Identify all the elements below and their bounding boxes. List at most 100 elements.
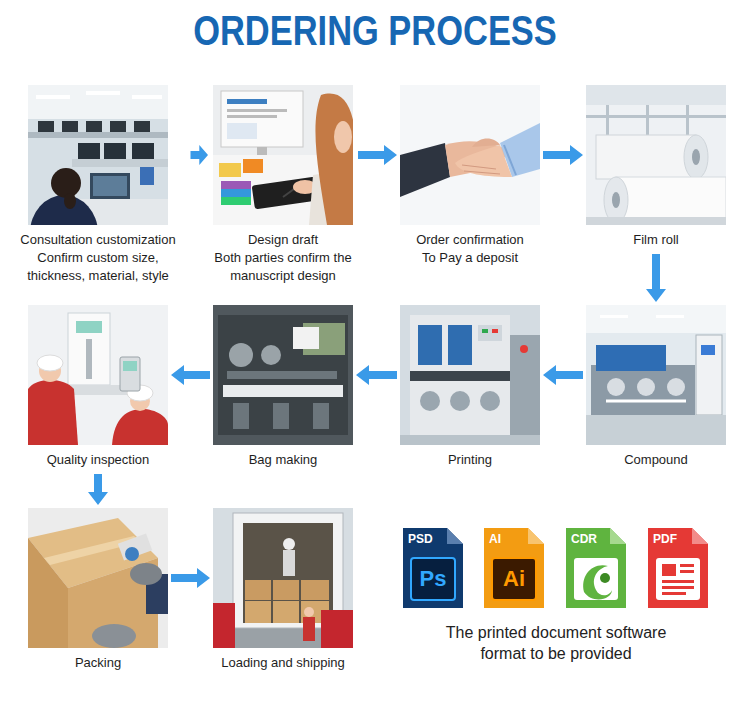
inspection-photo-part <box>37 355 63 371</box>
laminator-photo-part <box>696 335 722 415</box>
ai-file-icon-part <box>528 528 544 544</box>
film-roll-photo-part <box>684 135 708 179</box>
flow-arrow <box>646 254 666 302</box>
film-roll-photo-part <box>586 85 726 105</box>
film-roll-photo-part <box>604 177 628 223</box>
process-step: Bag making <box>213 305 353 471</box>
step-caption: Design draftBoth parties confirm the man… <box>213 231 353 285</box>
photo-frame <box>400 305 540 445</box>
flow-arrow <box>356 365 397 385</box>
office-photo-part <box>28 85 168 119</box>
photo-frame <box>28 508 168 648</box>
handshake-photo <box>400 85 540 225</box>
laminator-photo-part <box>701 345 715 355</box>
office-photo-part <box>132 95 162 99</box>
loading-photo <box>213 508 353 648</box>
step-caption: Order confirmationTo Pay a deposit <box>416 231 524 267</box>
step-title: Film roll <box>633 231 679 249</box>
loading-photo-part <box>304 607 314 617</box>
laminator-photo-part <box>586 415 726 445</box>
design-photo-part <box>227 99 267 104</box>
pdf-file-icon-part <box>662 592 686 595</box>
film-roll-photo-part <box>586 85 726 225</box>
printing-press-photo-part <box>410 371 510 381</box>
step-caption: Film roll <box>633 231 679 249</box>
step-caption: Loading and shipping <box>221 654 345 672</box>
step-title: Design draft <box>213 231 353 249</box>
flow-arrow <box>543 365 583 385</box>
loading-photo-part <box>301 580 329 600</box>
office-photo-part <box>140 167 154 185</box>
handshake-photo-part <box>472 139 500 148</box>
laminator-photo <box>586 305 726 445</box>
step-detail: Confirm custom size, thickness, material… <box>11 249 186 285</box>
bag-machine-photo-part <box>218 315 348 435</box>
design-photo-part <box>315 94 353 225</box>
process-step: Printing <box>400 305 540 471</box>
packing-photo-part <box>125 547 139 561</box>
printing-press-photo-part <box>478 325 502 341</box>
pdf-file-icon-part <box>662 564 676 576</box>
inspection-photo-part <box>120 357 140 391</box>
design-photo-part <box>227 123 257 139</box>
printing-press-photo-part <box>480 391 500 411</box>
step-title: Quality inspection <box>47 451 150 469</box>
step-title: Order confirmation <box>416 231 524 249</box>
flow-arrow <box>88 474 108 505</box>
cdr-file-icon <box>566 528 626 608</box>
handshake-photo-part <box>462 165 500 174</box>
office-photo-part <box>93 176 127 196</box>
step-caption: Bag making <box>249 451 318 469</box>
laminator-photo-part <box>586 305 726 333</box>
photo-frame <box>211 85 355 225</box>
step-title: Consultation customization <box>11 231 186 249</box>
loading-photo-part <box>213 603 235 648</box>
office-photo-part <box>86 121 102 132</box>
office-photo-part <box>78 143 100 159</box>
psd-file-icon-part <box>411 558 455 600</box>
office-photo-part <box>38 121 54 132</box>
office-photo-part <box>86 91 120 95</box>
step-title: Bag making <box>249 451 318 469</box>
psd-file-icon-part <box>447 528 463 544</box>
printing-press-photo-part <box>400 435 540 445</box>
process-step: Packing <box>28 508 168 674</box>
step-caption: Printing <box>448 451 492 469</box>
process-step: Consultation customizationConfirm custom… <box>9 85 188 287</box>
psd-file-icon-part <box>403 528 463 608</box>
loading-photo-part <box>283 550 295 576</box>
photo-frame <box>213 305 353 445</box>
laminator-photo-part <box>667 378 685 396</box>
office-photo-part <box>72 159 168 167</box>
printing-press-photo-part <box>448 325 472 365</box>
printing-press-photo <box>400 305 540 445</box>
loading-photo-part <box>243 523 333 623</box>
printing-press-photo-part <box>400 305 540 445</box>
ai-file-icon <box>484 528 544 608</box>
flow-arrow <box>171 365 210 385</box>
pdf-file-icon-part <box>692 528 708 544</box>
cdr-file-icon-part <box>600 573 610 583</box>
pdf-file-icon-part <box>662 580 694 583</box>
office-photo-part <box>30 195 98 225</box>
office-photo <box>28 85 168 225</box>
design-photo <box>213 85 353 225</box>
packing-photo-part <box>92 624 136 648</box>
inspection-photo-part <box>112 409 168 445</box>
design-photo-part <box>227 115 277 118</box>
design-photo-part <box>334 121 352 153</box>
flow-arrow <box>543 145 583 165</box>
office-photo-part <box>134 121 150 132</box>
diagram-title: ORDERING PROCESS <box>68 6 683 56</box>
bag-machine-photo-part <box>233 403 249 429</box>
process-step: Compound <box>586 305 726 471</box>
ai-file-icon-part <box>492 558 536 600</box>
photo-frame <box>28 305 168 445</box>
loading-photo-part <box>273 601 299 623</box>
ai-file-icon-part <box>484 528 544 608</box>
office-photo-part <box>62 121 78 132</box>
design-photo-part <box>227 109 287 112</box>
photo-frame <box>213 508 353 648</box>
